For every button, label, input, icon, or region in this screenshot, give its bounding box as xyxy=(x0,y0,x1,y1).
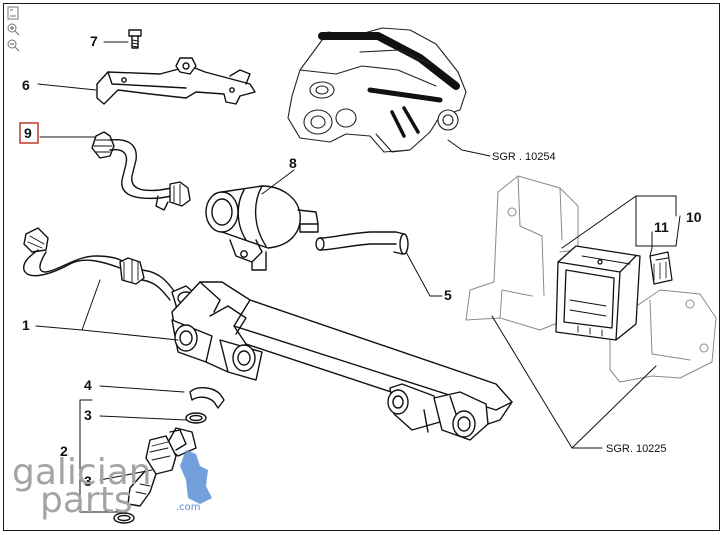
fit-page-icon[interactable] xyxy=(6,6,20,20)
zoom-out-icon[interactable] xyxy=(6,38,20,52)
viewer-toolbar xyxy=(6,6,22,52)
diagram-frame xyxy=(3,3,720,531)
zoom-in-icon[interactable] xyxy=(6,22,20,36)
